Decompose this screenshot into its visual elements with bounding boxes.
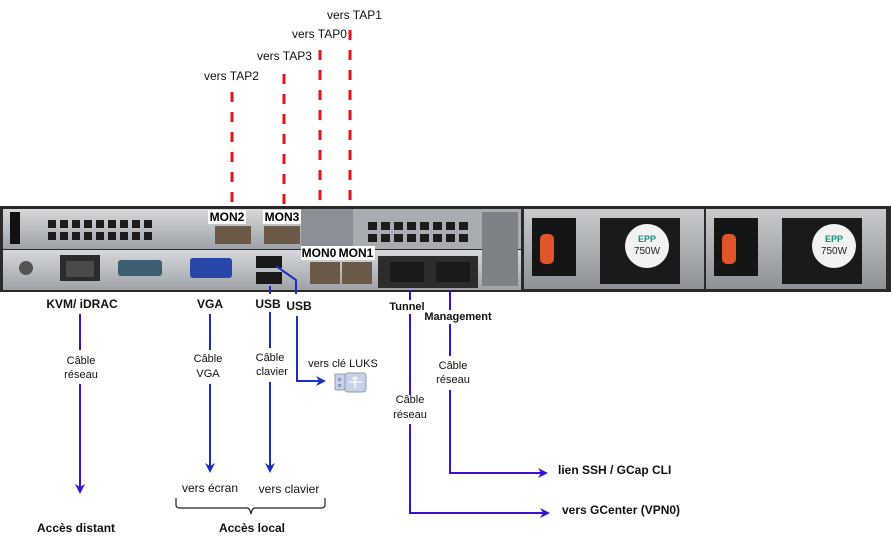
psu-1: EPP 750W	[524, 209, 704, 289]
kvm-cable-line2: réseau	[64, 369, 98, 381]
keyboard-cable-line1: Câble	[256, 352, 285, 364]
to-keyboard-label: vers clavier	[259, 482, 320, 496]
mon0-port	[310, 262, 340, 284]
tunnel-port	[390, 262, 424, 282]
usb-luks-title: USB	[286, 299, 312, 313]
kvm-cable-line1: Câble	[67, 355, 96, 367]
management-title: Management	[424, 311, 492, 323]
psu-2-watt: 750W	[821, 246, 848, 257]
management-port	[436, 262, 470, 282]
vga-title: VGA	[197, 297, 223, 311]
vga-cable-line1: Câble	[194, 353, 223, 365]
svg-text:MON2: MON2	[210, 210, 245, 224]
usb-keyboard-title: USB	[255, 297, 281, 311]
management-cable-line1: Câble	[439, 360, 468, 372]
psu-2-badge: EPP	[825, 234, 843, 244]
local-access-group: Accès local	[175, 498, 326, 535]
tap-label-tap0: vers TAP0	[292, 27, 347, 41]
keyboard-cable-line2: clavier	[256, 366, 288, 378]
vent-grid-2	[368, 222, 468, 242]
vga-port	[190, 258, 232, 278]
svg-text:MON1: MON1	[339, 246, 374, 260]
curly-brace	[175, 498, 326, 515]
tap-label-tap3: vers TAP3	[257, 49, 312, 63]
usb-keyboard-connection: USB Câble clavier vers clavier	[255, 286, 319, 496]
riser-slot-1	[3, 209, 181, 249]
gcenter-vpn-label: vers GCenter (VPN0)	[562, 503, 680, 517]
vga-cable-line2: VGA	[196, 368, 220, 380]
usb-luks-connection: USB vers clé LUKS	[275, 265, 378, 393]
psu-1-handle	[540, 234, 554, 264]
tunnel-title: Tunnel	[389, 301, 424, 313]
usb-port-1	[256, 256, 282, 268]
psu-2: EPP 750W	[706, 209, 886, 289]
bay-cover	[482, 212, 518, 286]
ssh-gcap-cli-label: lien SSH / GCap CLI	[558, 463, 671, 477]
tunnel-cable-line2: réseau	[393, 409, 427, 421]
psu-2-handle	[722, 234, 736, 264]
tap-label-tap2: vers TAP2	[204, 69, 259, 83]
to-luks-key-label: vers clé LUKS	[308, 358, 378, 370]
service-tag	[10, 212, 20, 244]
tunnel-cable-line1: Câble	[396, 394, 425, 406]
local-access-label: Accès local	[219, 521, 285, 535]
serial-port	[118, 260, 162, 276]
usb-drive-icon	[334, 372, 367, 393]
vent-grid-1	[48, 220, 152, 240]
svg-text:MON0: MON0	[302, 246, 337, 260]
port-tag-mon1: MON1	[338, 246, 375, 260]
mon1-port	[342, 262, 372, 284]
system-id-button	[19, 261, 33, 275]
psu-1-watt: 750W	[634, 246, 661, 257]
management-cable-line2: réseau	[436, 374, 470, 386]
usb-port-2	[256, 272, 282, 284]
tap-label-tap1: vers TAP1	[327, 8, 382, 22]
remote-access-label: Accès distant	[37, 521, 115, 535]
server-rear-panel: EPP 750W EPP 750W MON2 MON3 MON0 MON1	[0, 206, 891, 292]
management-connection: Management Câble réseau lien SSH / GCap …	[424, 290, 671, 478]
port-tag-mon0: MON0	[301, 246, 338, 260]
mon3-port	[264, 226, 300, 244]
riser-slot-3	[301, 209, 353, 249]
psu-1-badge: EPP	[638, 234, 656, 244]
port-tag-mon2: MON2	[208, 210, 246, 224]
svg-text:MON3: MON3	[265, 210, 300, 224]
kvm-connection: KVM/ iDRAC Câble réseau Accès distant	[37, 297, 118, 535]
mon2-port	[215, 226, 251, 244]
port-tag-mon3: MON3	[263, 210, 301, 224]
to-screen-label: vers écran	[182, 481, 238, 495]
tunnel-connection: Tunnel Câble réseau vers GCenter (VPN0)	[389, 290, 680, 518]
vga-connection: VGA Câble VGA vers écran	[182, 297, 238, 495]
kvm-title: KVM/ iDRAC	[46, 297, 118, 311]
